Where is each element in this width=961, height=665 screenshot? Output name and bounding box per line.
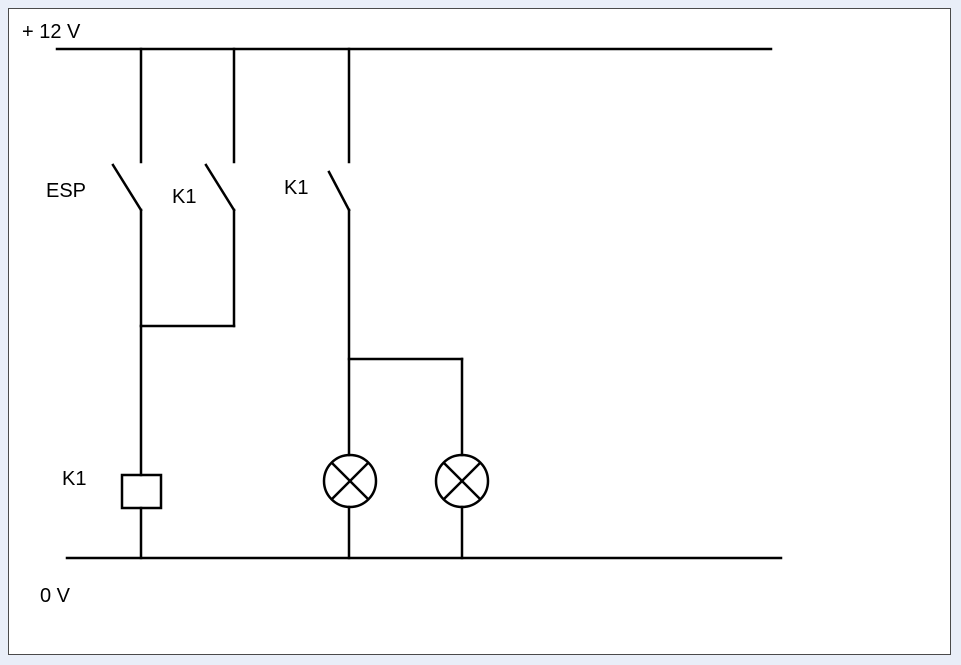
k1-lamp-contact [327,47,351,457]
esp-switch-label: ESP [46,180,86,202]
k1-hold-contact [204,47,236,328]
lamp-1-icon [322,453,378,509]
k1-relay-coil [120,473,163,510]
k1-hold-contact-label: K1 [172,186,196,208]
bottom-rail-label: 0 V [40,585,71,607]
diagram-canvas [8,8,951,655]
k1-coil-label: K1 [62,468,86,490]
top-rail-label: + 12 V [22,21,81,43]
lamp-2-icon [434,453,490,509]
k1-lamp-contact-label: K1 [284,177,308,199]
esp-switch [111,47,143,328]
